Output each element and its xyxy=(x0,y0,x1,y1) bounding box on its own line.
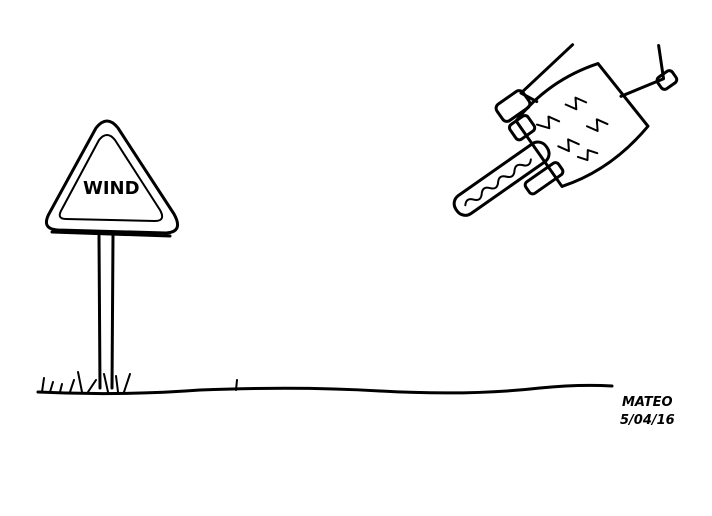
figure-tube-text xyxy=(464,158,532,207)
grass-blades xyxy=(41,371,238,393)
flying-figure xyxy=(452,43,679,217)
figure-arm-lower xyxy=(619,44,666,98)
signature-date: 5/04/16 xyxy=(620,413,675,428)
sign-post xyxy=(97,234,115,390)
signature-name: MATEO xyxy=(622,395,673,410)
sign-shadow xyxy=(50,230,172,238)
figure-torso xyxy=(514,62,650,188)
ground-line xyxy=(36,383,614,396)
sign-triangle-inner xyxy=(58,134,164,222)
figure-tube xyxy=(452,140,551,217)
figure-scribbles xyxy=(535,96,609,162)
sign-text: WIND xyxy=(83,178,140,199)
artist-signature: MATEO 5/04/16 xyxy=(620,395,675,428)
figure-hand-lower xyxy=(655,69,679,91)
figure-hand-upper xyxy=(494,89,532,123)
sign-triangle-outer xyxy=(44,119,180,235)
wind-sign: WIND xyxy=(44,119,180,390)
ground xyxy=(36,371,614,396)
figure-head xyxy=(507,114,537,142)
figure-leg xyxy=(523,161,565,196)
